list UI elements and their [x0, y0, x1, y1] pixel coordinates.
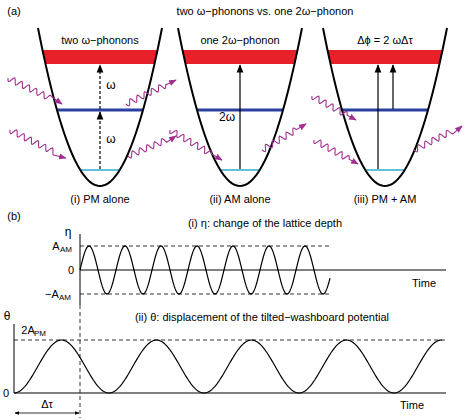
panel-letter: (a) — [7, 5, 20, 17]
transition-label: ω — [106, 133, 115, 146]
potential-wells — [38, 28, 447, 186]
transition-arrow — [99, 112, 100, 169]
tick-subscript: AM — [60, 246, 72, 255]
potential-well — [38, 28, 162, 186]
tick-subscript: PM — [34, 330, 46, 339]
time-plots — [14, 234, 446, 418]
delay-line — [80, 305, 81, 418]
photon — [128, 136, 176, 158]
photon — [314, 140, 358, 164]
potential-well — [323, 28, 447, 186]
well-label: Δϕ = 2 ωΔτ — [357, 34, 413, 46]
transition-arrow — [377, 65, 378, 169]
am-modulation — [80, 246, 330, 294]
axis — [80, 270, 446, 271]
case-label: (iii) PM + AM — [354, 193, 417, 205]
transition-arrow — [99, 65, 100, 109]
plot-title: (ii) θ: displacement of the tilted−washb… — [135, 311, 389, 323]
photon — [312, 96, 356, 120]
well-label: two ω−phonons — [61, 34, 138, 46]
photons — [8, 78, 462, 164]
ground-level — [365, 169, 404, 171]
pm-modulation — [14, 340, 442, 393]
energy-band — [182, 50, 297, 64]
axis — [14, 393, 446, 394]
case-label: (i) PM alone — [70, 193, 129, 205]
tick-label: −A — [45, 288, 59, 300]
tick-label: 2A — [21, 324, 34, 336]
tick-label: 0 — [3, 387, 9, 399]
case-label: (ii) AM alone — [209, 193, 270, 205]
photon — [414, 126, 462, 152]
tick-subscript: AM — [59, 294, 71, 303]
energy-band — [327, 50, 442, 64]
transition-label: 2ω — [219, 111, 235, 124]
transition-label: ω — [106, 79, 115, 92]
photon — [126, 80, 176, 106]
energy-level — [342, 109, 428, 112]
axis — [14, 324, 15, 393]
photon — [8, 78, 62, 104]
panel-letter: (b) — [7, 210, 20, 222]
transition-arrow — [239, 65, 240, 169]
photon — [170, 130, 222, 160]
tick-label: A — [52, 240, 59, 252]
photon — [10, 130, 66, 158]
axis-label: η — [65, 226, 72, 239]
photon — [262, 124, 306, 152]
panel-title: two ω−phonons vs. one 2ω−phonon — [177, 5, 354, 17]
tick-label: 0 — [68, 264, 74, 276]
axis-label: Time — [412, 277, 436, 289]
plot-title: (i) η: change of the lattice depth — [188, 217, 342, 229]
axis-label: θ — [4, 310, 11, 323]
well-label: one 2ω−phonon — [200, 34, 279, 46]
ground-level — [220, 169, 259, 171]
axis-label: Time — [400, 399, 424, 411]
transition-arrow — [392, 65, 393, 109]
delay-label: Δτ — [40, 398, 54, 410]
amplitude-line — [80, 246, 332, 247]
ground-level — [80, 169, 119, 171]
delay-arrow — [15, 413, 79, 414]
amplitude-line — [80, 294, 332, 295]
energy-band — [42, 50, 157, 64]
potential-well — [178, 28, 302, 186]
amplitude-line — [14, 340, 446, 341]
